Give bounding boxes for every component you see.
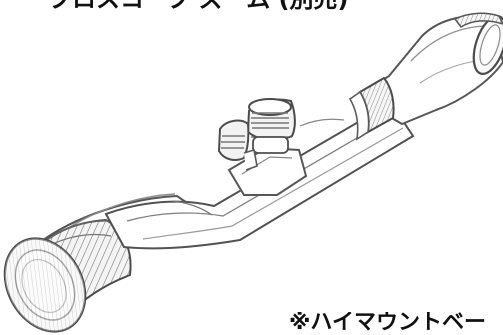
- mount-note: ※ハイマウントベー: [289, 312, 486, 334]
- windage-turret: [217, 119, 250, 161]
- main-tube: [104, 101, 415, 250]
- product-caption: プロスコープ ズーム (別売): [48, 0, 478, 11]
